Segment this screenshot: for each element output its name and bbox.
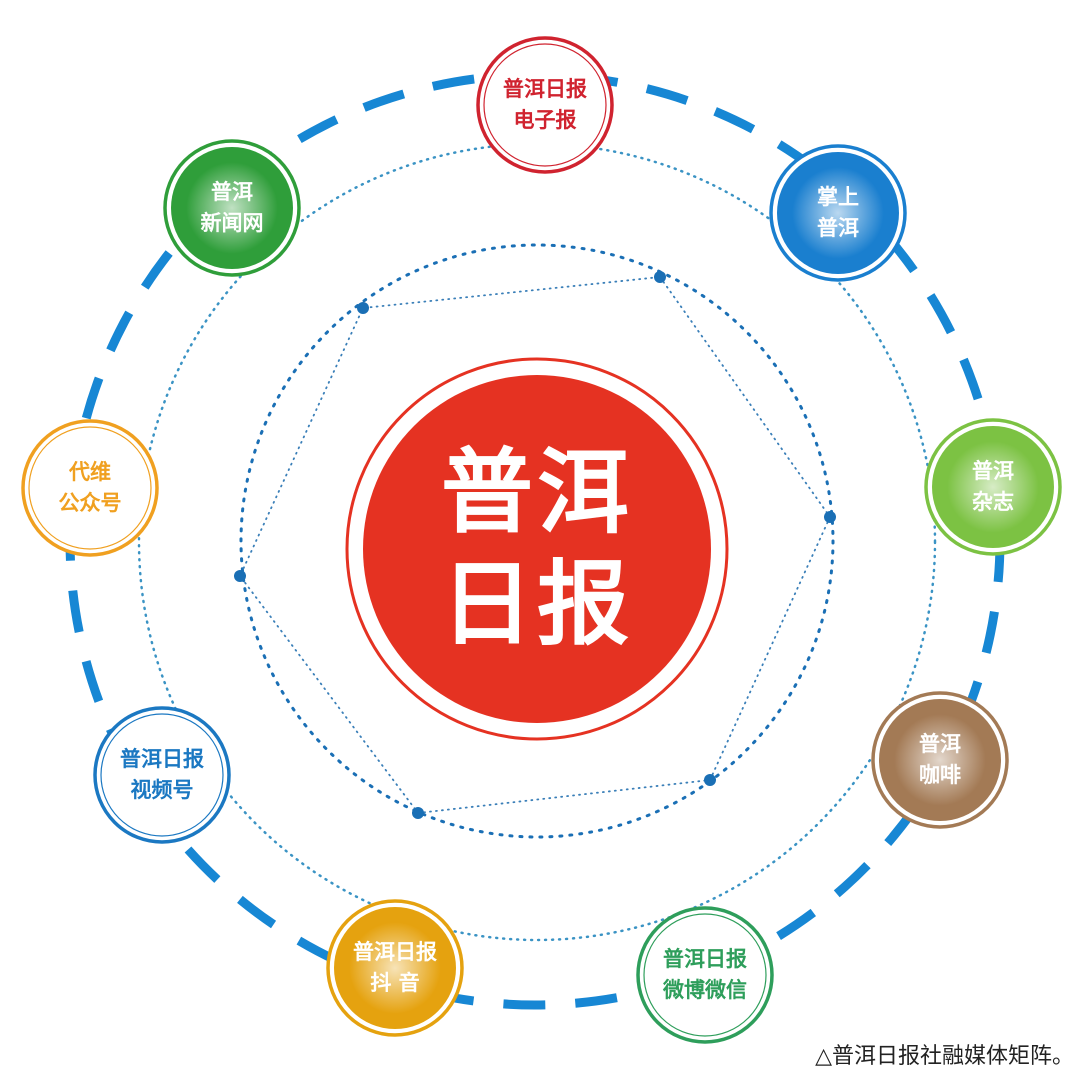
node-label-line1: 代维 xyxy=(69,460,111,484)
node-official-account: 代维公众号 xyxy=(20,418,160,558)
node-label-line2: 杂志 xyxy=(972,490,1014,514)
node-weibo-wechat-disc xyxy=(643,913,767,1037)
caption: △普洱日报社融媒体矩阵。 xyxy=(815,1044,1074,1069)
node-e-paper-disc xyxy=(483,43,607,167)
node-weibo-wechat: 普洱日报微博微信 xyxy=(635,905,775,1045)
node-label-line2: 公众号 xyxy=(58,491,122,515)
hexagon-vertex-dot xyxy=(412,807,424,819)
node-label-line2: 视频号 xyxy=(130,778,194,802)
node-news-website: 普洱新闻网 xyxy=(162,138,302,278)
node-puer-magazine-disc xyxy=(932,426,1054,548)
node-label-line2: 新闻网 xyxy=(200,211,264,235)
node-video-channel: 普洱日报视频号 xyxy=(92,705,232,845)
hexagon-vertex-dot xyxy=(234,570,246,582)
hexagon-vertex-dot xyxy=(824,511,836,523)
node-label-line1: 普洱日报 xyxy=(120,747,204,771)
node-label-line2: 微博微信 xyxy=(663,978,747,1002)
hexagon-vertex-dot xyxy=(357,302,369,314)
node-label-line1: 普洱 xyxy=(972,459,1014,483)
hexagon-vertex-dot xyxy=(654,271,666,283)
node-video-channel-disc xyxy=(100,713,224,837)
node-label-line1: 掌上 xyxy=(817,185,859,209)
node-label-line1: 普洱日报 xyxy=(503,77,587,101)
node-e-paper: 普洱日报电子报 xyxy=(475,35,615,175)
node-label-line1: 普洱 xyxy=(211,180,253,204)
node-zhangshang-puer-disc xyxy=(777,152,899,274)
node-douyin: 普洱日报抖 音 xyxy=(325,898,465,1038)
node-puer-magazine: 普洱杂志 xyxy=(923,417,1063,557)
node-zhangshang-puer: 掌上普洱 xyxy=(768,143,908,283)
node-label-line2: 电子报 xyxy=(513,108,577,132)
node-douyin-disc xyxy=(334,907,456,1029)
node-label-line2: 抖 音 xyxy=(370,971,420,995)
inner-dashed-ring xyxy=(239,243,835,839)
node-label-line1: 普洱 xyxy=(919,732,961,756)
node-label-line1: 普洱日报 xyxy=(663,947,747,971)
node-official-account-disc xyxy=(28,426,152,550)
node-puer-coffee: 普洱咖啡 xyxy=(870,690,1010,830)
center-title: 普洱 日报 xyxy=(440,439,634,658)
hexagon-vertex-dot xyxy=(704,774,716,786)
node-puer-coffee-disc xyxy=(879,699,1001,821)
node-label-line2: 咖啡 xyxy=(919,763,961,787)
node-label-line2: 普洱 xyxy=(817,216,859,240)
node-label-line1: 普洱日报 xyxy=(353,940,437,964)
node-news-website-disc xyxy=(171,147,293,269)
center-disc xyxy=(363,375,711,723)
